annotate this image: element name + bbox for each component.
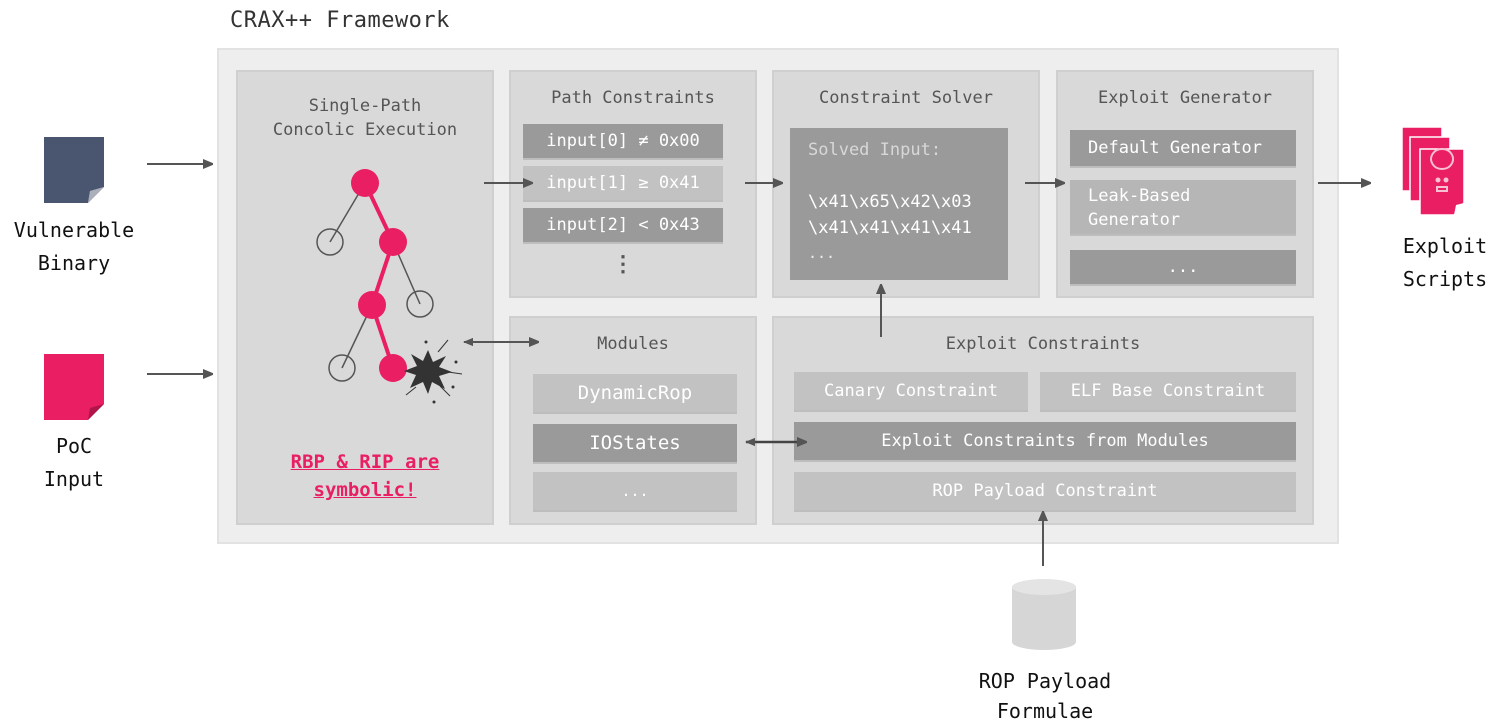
module-item-dynamicrop: DynamicRop: [533, 374, 737, 414]
execution-tree: [316, 169, 463, 404]
crash-explosion-icon: [404, 339, 463, 404]
solved-input-label: Solved Input:: [808, 140, 942, 160]
path-constraint-item: input[1] ≥ 0x41: [523, 166, 723, 202]
constraint-solver-title: Constraint Solver: [819, 88, 993, 108]
exploit-constraints-panel: Exploit Constraints Canary Constraint EL…: [772, 316, 1314, 525]
skull-icon: [1430, 148, 1455, 192]
exploit-constraints-from-modules: Exploit Constraints from Modules: [794, 422, 1296, 462]
more-constraints-ellipsis: ⋮: [612, 252, 634, 277]
exploit-generator-title: Exploit Generator: [1098, 88, 1272, 108]
tree-node-inactive: [316, 228, 344, 256]
path-constraint-item: input[0] ≠ 0x00: [523, 124, 723, 160]
solved-input-line: \x41\x65\x42\x03: [808, 192, 972, 212]
solved-input-box: Solved Input: \x41\x65\x42\x03 \x41\x41\…: [790, 128, 1008, 280]
generator-item-more: ...: [1070, 250, 1296, 286]
constraint-solver-panel: Constraint Solver Solved Input: \x41\x65…: [772, 70, 1040, 298]
framework-title: CRAX++ Framework: [230, 8, 450, 33]
path-constraints-title: Path Constraints: [551, 88, 715, 108]
path-constraint-item: input[2] < 0x43: [523, 208, 723, 244]
solved-input-line: \x41\x41\x41\x41: [808, 218, 972, 238]
vulnerable-binary-icon: [44, 137, 104, 203]
exploit-scripts-icon: [1400, 125, 1466, 217]
tree-node-active: [379, 354, 407, 382]
tree-node-active: [358, 291, 386, 319]
modules-panel: Modules DynamicRop IOStates ...: [509, 316, 757, 525]
rop-payload-constraint: ROP Payload Constraint: [794, 472, 1296, 512]
module-item-more: ...: [533, 472, 737, 512]
poc-input-icon: [44, 354, 104, 420]
tree-node-inactive: [328, 354, 356, 382]
tree-node-active: [351, 169, 379, 197]
solved-input-line: ...: [808, 244, 836, 262]
exploit-constraints-title: Exploit Constraints: [945, 334, 1141, 354]
database-icon: [1010, 578, 1078, 652]
modules-title: Modules: [597, 334, 669, 354]
path-constraints-panel: Path Constraints input[0] ≠ 0x00 input[1…: [509, 70, 757, 298]
exploit-generator-panel: Exploit Generator Default Generator Leak…: [1056, 70, 1314, 298]
elf-base-constraint: ELF Base Constraint: [1040, 372, 1296, 412]
canary-constraint: Canary Constraint: [794, 372, 1028, 412]
module-item-iostates: IOStates: [533, 424, 737, 464]
tree-node-active: [379, 228, 407, 256]
generator-item-default: Default Generator: [1070, 130, 1296, 168]
tree-node-inactive: [406, 290, 434, 318]
